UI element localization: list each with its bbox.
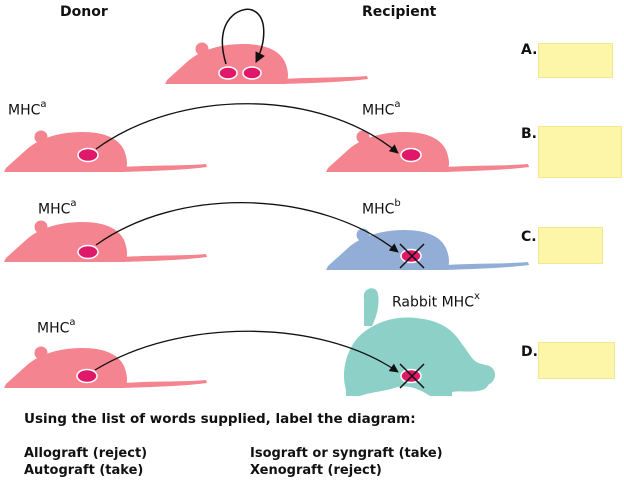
recipient-rabbit-d [344,288,495,396]
answer-box-d[interactable] [538,342,615,379]
autograft-mouse [165,42,368,84]
donor-header: Donor [60,4,108,20]
row-letter-a: A. [521,42,538,58]
answer-box-b[interactable] [538,126,622,178]
graft-arrow-d [94,330,399,373]
donor-mhc-label-b: MHCa [8,99,47,119]
recipient-mhc-label-d: Rabbit MHCx [392,291,480,311]
donor-mhc-label-c: MHCa [38,198,77,218]
recipient-mhc-label-c: MHCb [362,198,401,218]
recipient-header: Recipient [362,4,437,20]
word-autograft: Autograft (take) [24,463,144,478]
row-letter-d: D. [521,344,538,360]
rejection-cross-c [399,243,425,269]
graft-site-a2 [242,66,262,80]
graft-site-donor-c [77,244,99,260]
rejection-cross-d [399,363,425,389]
row-letter-c: C. [521,229,537,245]
word-xenograft: Xenograft (reject) [250,463,382,478]
recipient-mouse-b [326,130,529,172]
row-letter-b: B. [521,126,537,142]
recipient-mouse-c [326,228,529,270]
graft-arrow-c [95,201,399,253]
answer-box-a[interactable] [538,43,613,78]
answer-box-c[interactable] [538,227,603,264]
recipient-mhc-label-b: MHCa [362,99,401,119]
instructions-text: Using the list of words supplied, label … [24,411,416,427]
donor-mouse-b [4,130,207,172]
word-allograft: Allograft (reject) [24,446,148,461]
graft-site-recipient-b [400,147,422,163]
word-isograft: Isograft or syngraft (take) [250,446,443,461]
donor-mouse-c [4,220,207,262]
donor-mouse-d [4,346,207,388]
graft-site-a1 [218,66,238,80]
graft-arrow-b [95,103,399,154]
graft-site-donor-d [76,368,98,384]
autograft-arrow [221,8,265,65]
donor-mhc-label-d: MHCa [37,317,76,337]
graft-site-donor-b [77,147,99,163]
